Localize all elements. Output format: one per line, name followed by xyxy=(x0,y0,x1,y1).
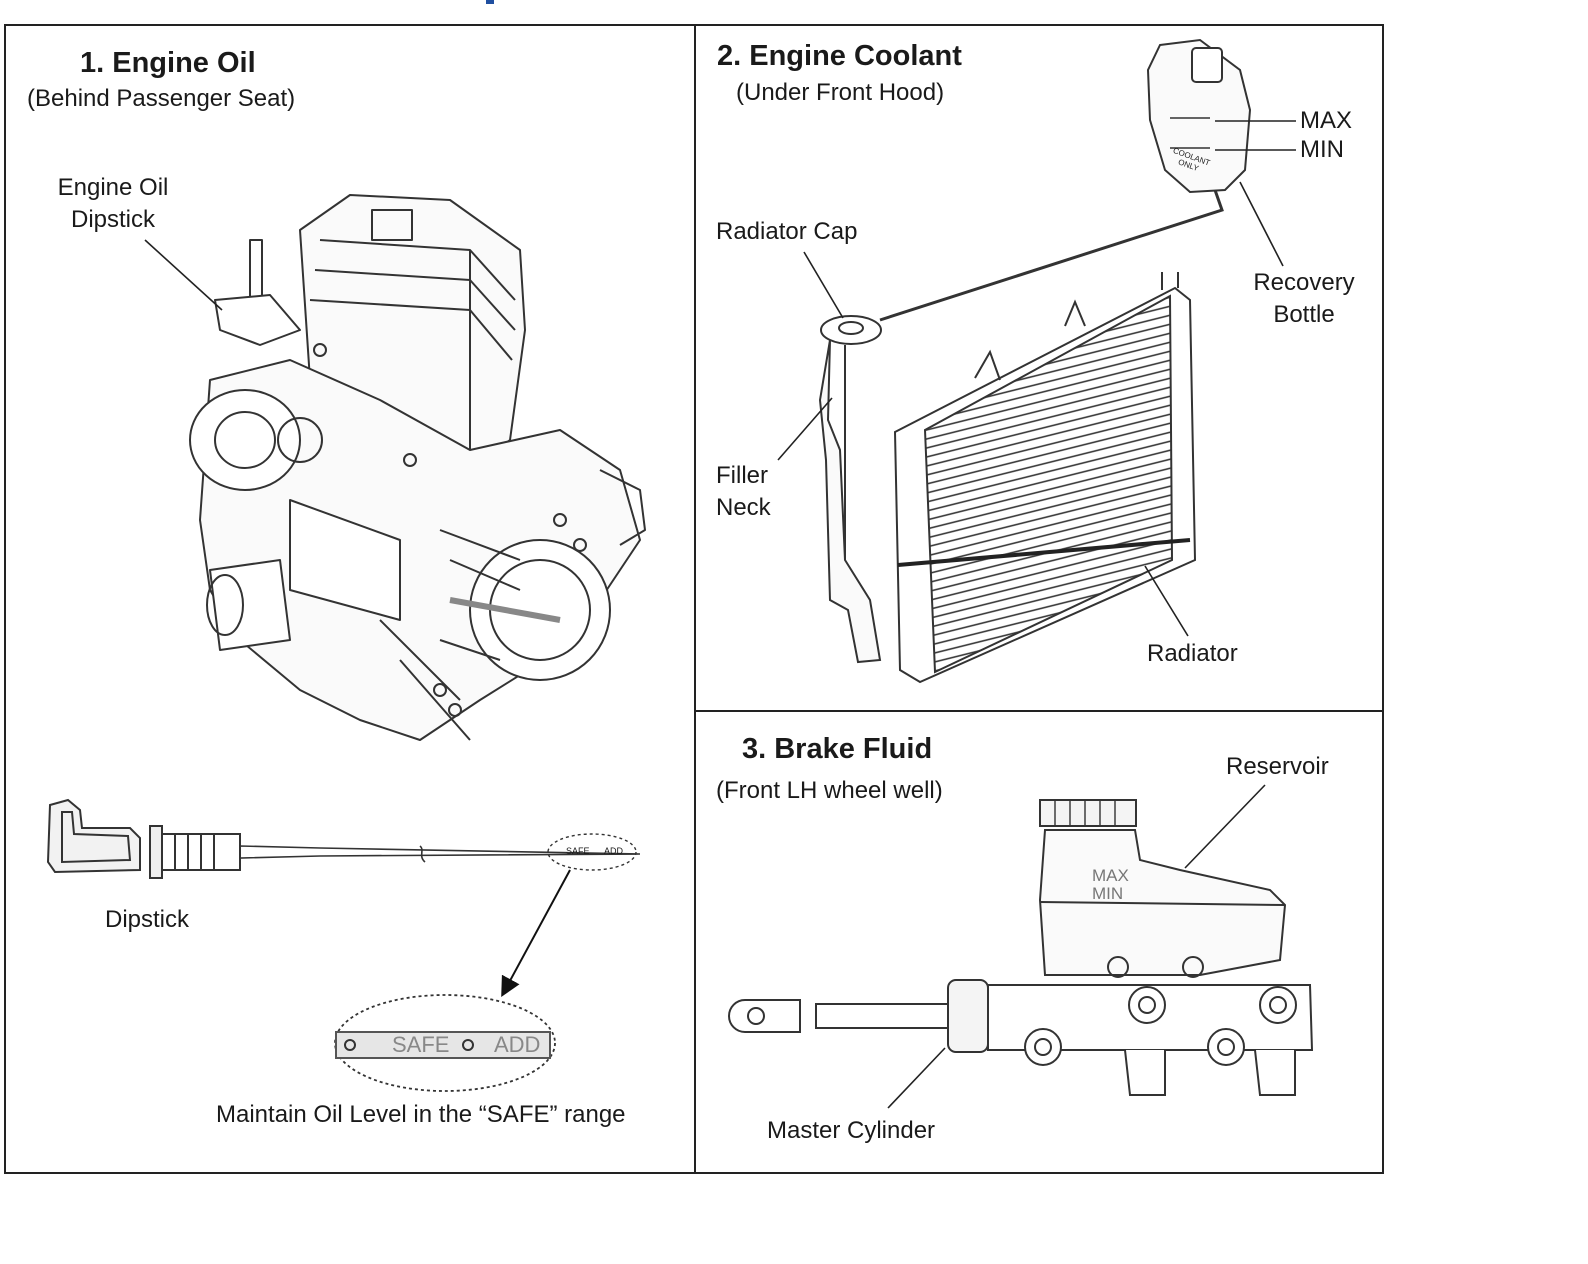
brake-fluid-subtitle: (Front LH wheel well) xyxy=(716,777,943,804)
master-cylinder-drawing xyxy=(728,799,1314,1096)
radiator-drawing xyxy=(818,272,1197,684)
filler-neck-label: Filler Neck xyxy=(716,460,771,524)
brake-fluid-title: 3. Brake Fluid xyxy=(742,733,933,765)
recovery-bottle-label-line1: Recovery xyxy=(1253,269,1355,296)
dipstick-add-small: ADD xyxy=(604,846,624,856)
filler-neck-label-line1: Filler xyxy=(716,462,768,489)
recovery-bottle-label-line2: Bottle xyxy=(1273,301,1335,328)
recovery-bottle-drawing xyxy=(879,38,1252,322)
reservoir-min-mark: MIN xyxy=(1092,884,1124,903)
radiator-cap-leader xyxy=(803,251,844,319)
dipstick-drawing xyxy=(46,798,641,1092)
oil-level-note: Maintain Oil Level in the “SAFE” range xyxy=(216,1101,626,1128)
dipstick-zoom-ellipse xyxy=(334,994,556,1092)
reservoir-leader xyxy=(1184,784,1266,869)
coolant-max-label: MAX xyxy=(1300,107,1353,134)
engine-oil-dipstick-callout-line2: Dipstick xyxy=(70,206,155,233)
reservoir-label: Reservoir xyxy=(1226,753,1329,780)
engine-oil-dipstick-callout: Engine Oil Dipstick xyxy=(40,172,186,236)
recovery-bottle-label: Recovery Bottle xyxy=(1242,267,1366,331)
dipstick-label: Dipstick xyxy=(105,906,190,933)
master-cylinder-label: Master Cylinder xyxy=(767,1117,936,1144)
radiator-label: Radiator xyxy=(1147,640,1238,667)
reservoir-max-mark: MAX xyxy=(1092,866,1129,885)
master-cylinder-leader xyxy=(887,1047,946,1109)
filler-neck-leader xyxy=(777,397,833,461)
filler-neck-label-line2: Neck xyxy=(716,494,771,521)
dipstick-safe-mark: SAFE xyxy=(392,1032,450,1057)
engine-coolant-title: 2. Engine Coolant xyxy=(717,40,962,72)
recovery-bottle-leader xyxy=(1239,181,1284,267)
coolant-min-label: MIN xyxy=(1300,136,1344,163)
dipstick-callout-line xyxy=(144,239,223,311)
dipstick-zoom-arrow xyxy=(501,869,571,998)
panel-divider-horizontal xyxy=(694,710,1384,712)
engine-coolant-subtitle: (Under Front Hood) xyxy=(736,79,945,106)
engine-oil-subtitle: (Behind Passenger Seat) xyxy=(27,85,296,112)
dipstick-safe-small: SAFE xyxy=(566,846,590,856)
engine-oil-dipstick-callout-line1: Engine Oil xyxy=(57,174,169,201)
page-edge-mark xyxy=(486,0,494,4)
panel-divider-vertical xyxy=(694,24,696,1174)
engine-drawing xyxy=(189,194,646,741)
radiator-leader xyxy=(1144,565,1189,637)
dipstick-add-mark: ADD xyxy=(494,1032,541,1057)
radiator-cap-label: Radiator Cap xyxy=(716,218,858,245)
engine-oil-title: 1. Engine Oil xyxy=(80,47,256,79)
